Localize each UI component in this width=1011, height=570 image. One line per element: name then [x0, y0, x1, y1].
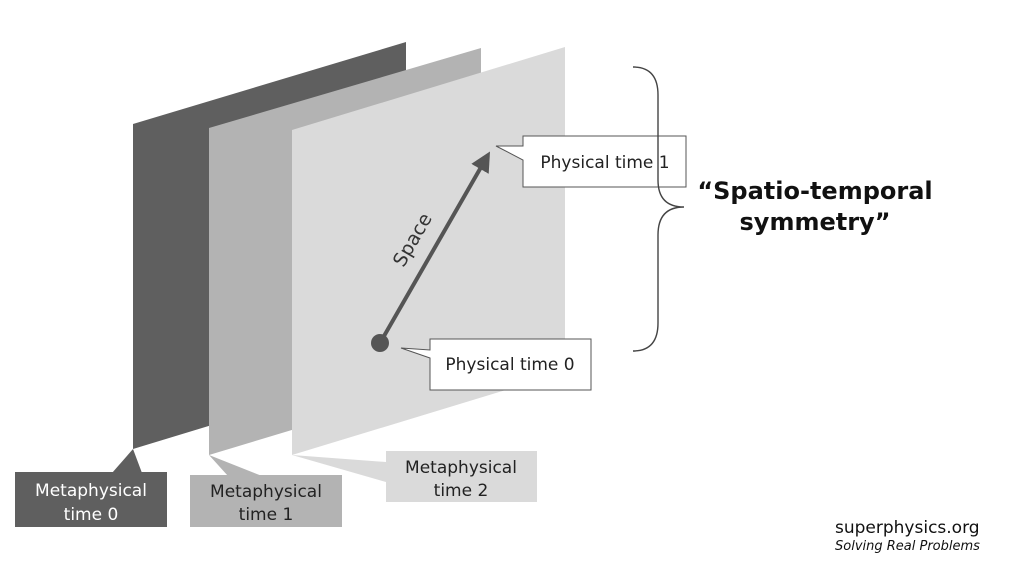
pointer-time-2: [292, 455, 386, 482]
pointer-time-0: [112, 449, 142, 473]
curly-brace: [632, 66, 685, 352]
callout-physical-time-0-text: Physical time 0: [445, 355, 574, 375]
title-line-1: “Spatio-temporal: [697, 177, 933, 205]
label-box-metaphysical-time-1: [190, 475, 342, 527]
site-tagline: Solving Real Problems: [835, 539, 980, 554]
label-metaphysical-time-2-line1: Metaphysical: [405, 458, 517, 478]
label-box-metaphysical-time-0: [15, 472, 167, 527]
callout-physical-time-1-text: Physical time 1: [540, 153, 669, 173]
label-metaphysical-time-1-line1: Metaphysical: [210, 482, 322, 502]
callout-physical-time-0: [400, 338, 592, 391]
space-arrow: [378, 151, 490, 344]
pointer-time-1: [209, 455, 262, 476]
diagram-title: “Spatio-temporal symmetry”: [690, 176, 940, 238]
brand-footer: superphysics.org Solving Real Problems: [835, 518, 1005, 555]
label-metaphysical-time-0-line1: Metaphysical: [35, 481, 147, 501]
callout-physical-time-1: [495, 135, 687, 188]
label-metaphysical-time-2-line2: time 2: [434, 481, 489, 501]
label-metaphysical-time-0-line2: time 0: [64, 505, 119, 525]
label-box-metaphysical-time-2: [386, 451, 537, 502]
site-name: superphysics.org: [835, 518, 980, 538]
label-metaphysical-time-1-line2: time 1: [239, 505, 294, 525]
title-line-2: symmetry”: [739, 208, 891, 236]
origin-dot: [371, 334, 389, 352]
